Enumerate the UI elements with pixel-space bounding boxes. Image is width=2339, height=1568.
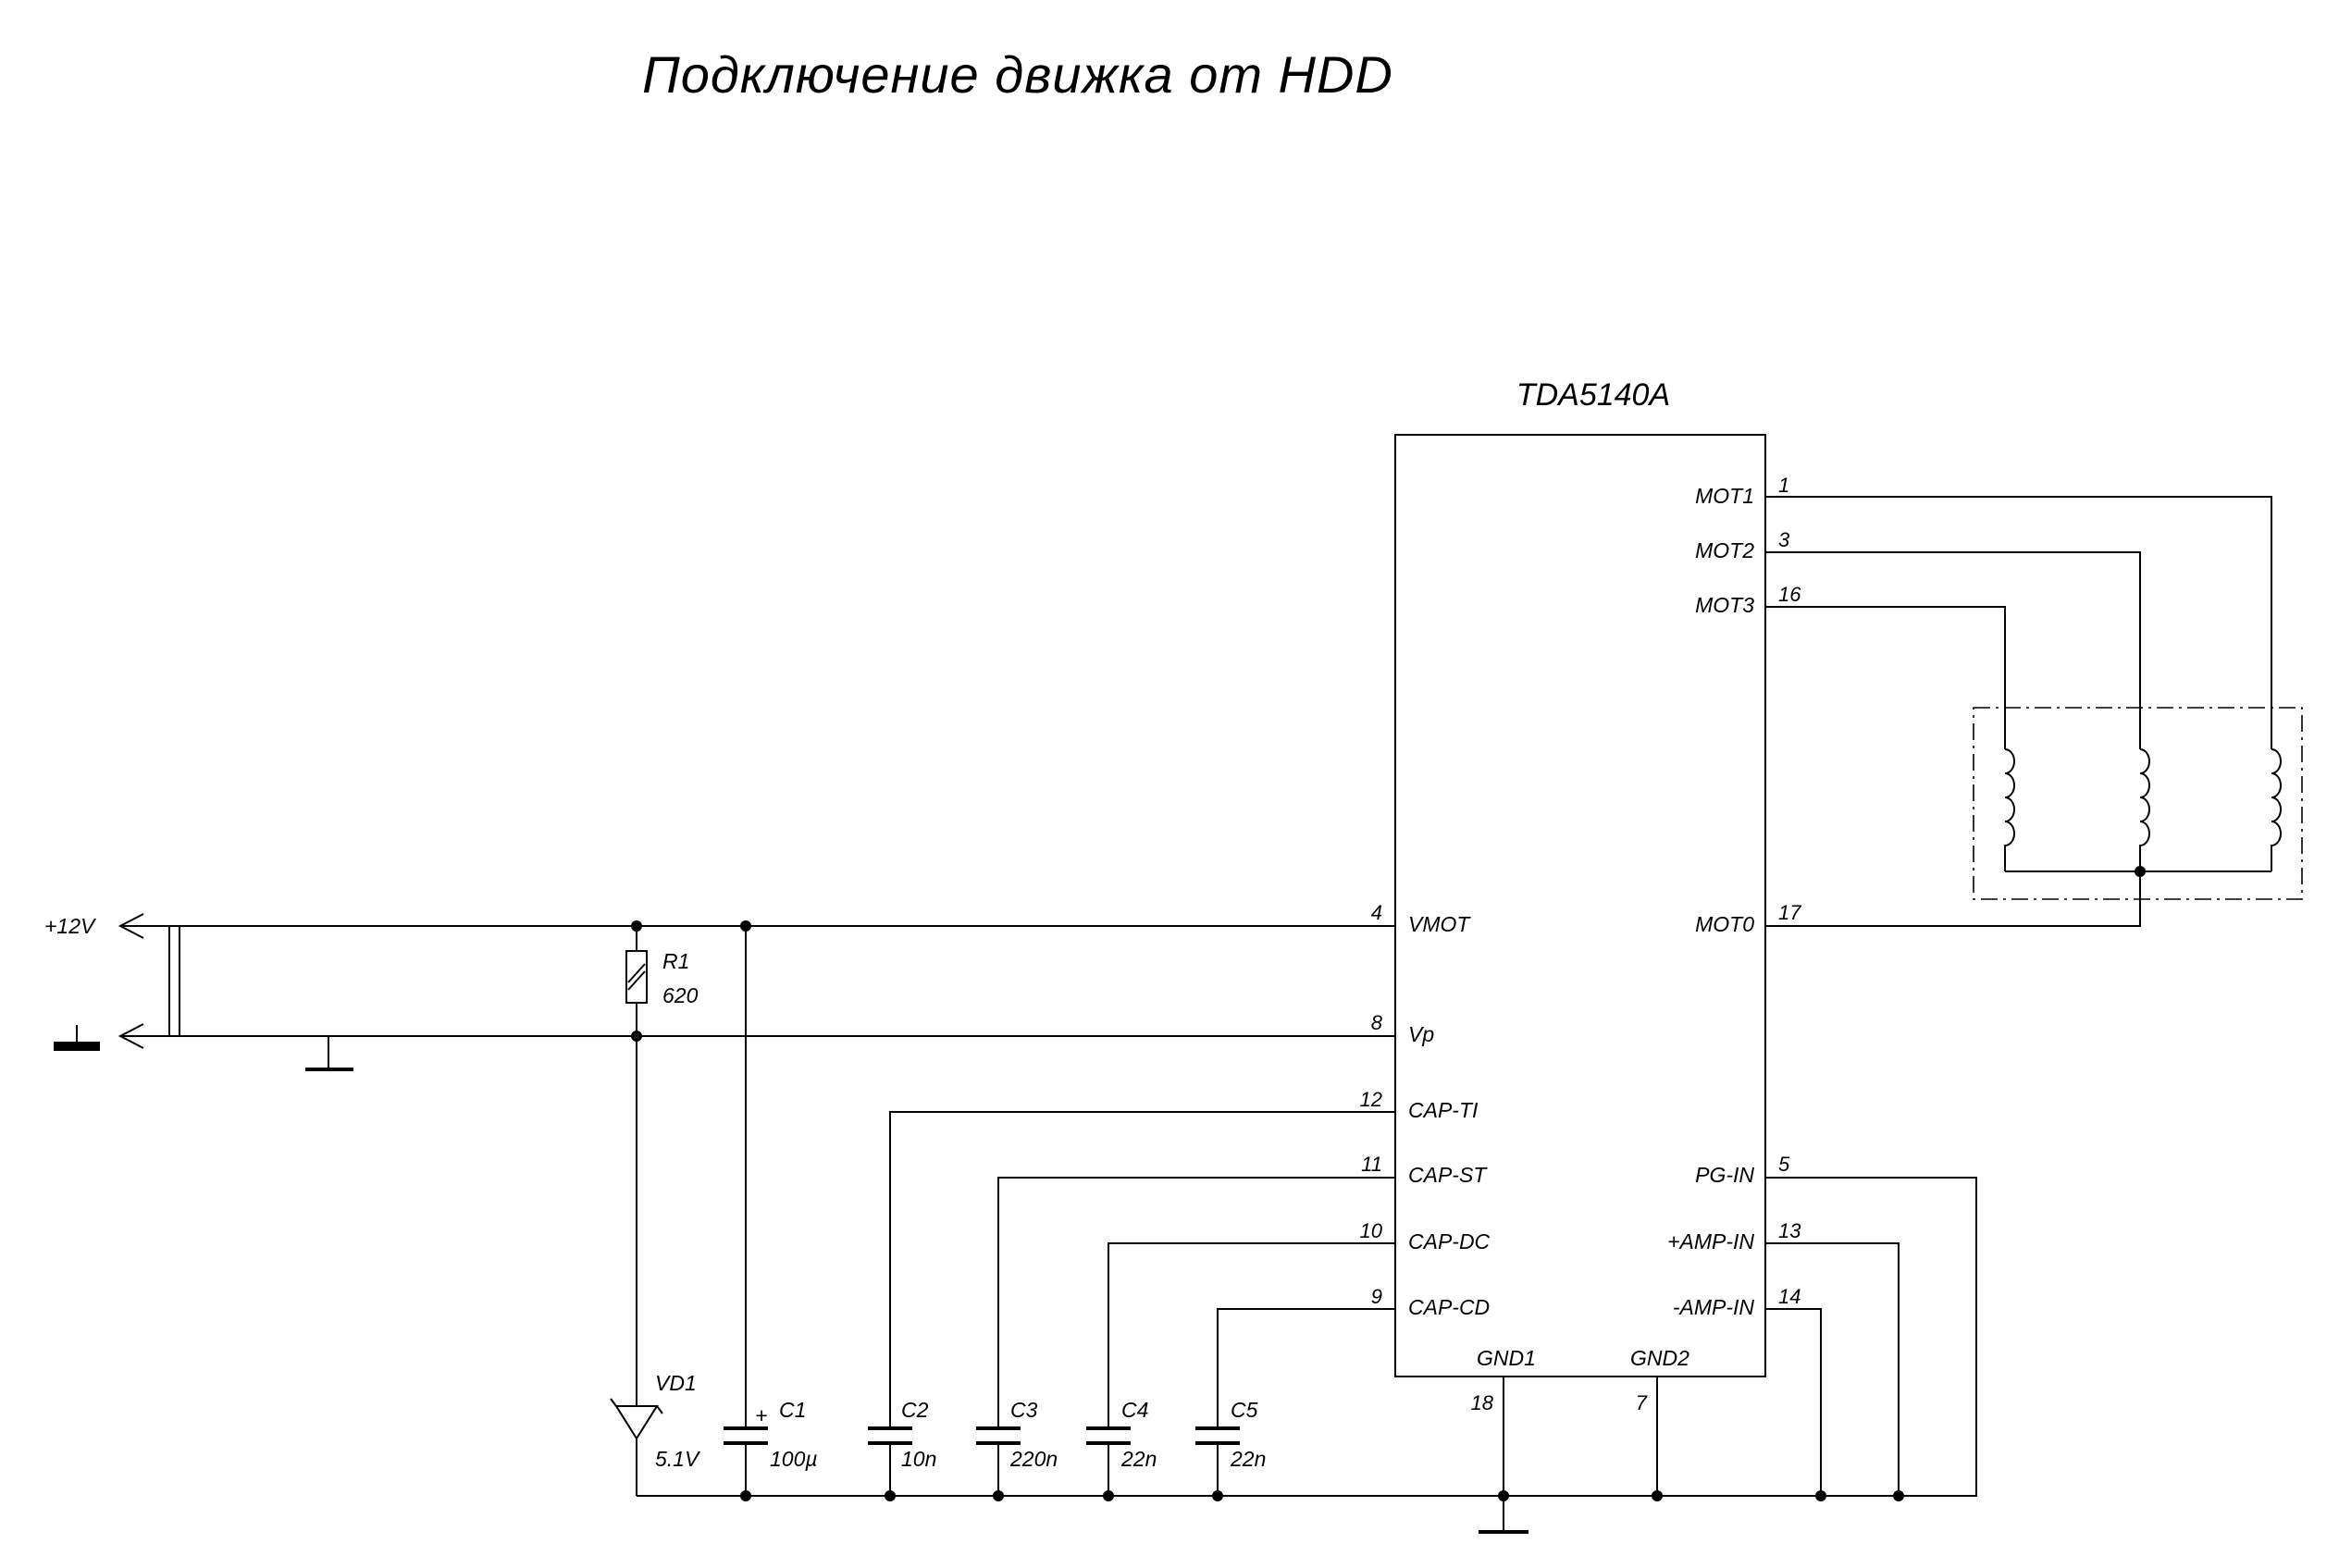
c3-value: 220n xyxy=(1009,1447,1058,1471)
c2-value: 10n xyxy=(901,1447,936,1471)
coil-mot3 xyxy=(2004,748,2015,871)
pin-label-cap-cd: CAP-CD xyxy=(1408,1295,1490,1319)
pin-label-mot3: MOT3 xyxy=(1695,593,1754,617)
c2-ref: C2 xyxy=(901,1398,929,1422)
zener-vd1: VD1 5.1V xyxy=(610,1036,701,1496)
pin-label-gnd1: GND1 xyxy=(1477,1346,1536,1370)
pin-number-7: 7 xyxy=(1636,1391,1648,1414)
pin-label-mot2: MOT2 xyxy=(1695,538,1754,562)
pin-label-cap-st: CAP-ST xyxy=(1408,1163,1488,1187)
pin-number-17: 17 xyxy=(1778,901,1801,924)
motor-outline xyxy=(1973,707,2303,900)
pin-number-18: 18 xyxy=(1471,1391,1494,1414)
c5-ref: C5 xyxy=(1231,1398,1258,1422)
pin-number-14: 14 xyxy=(1778,1285,1801,1308)
pin-number-16: 16 xyxy=(1778,583,1801,606)
pin-label-cap-ti: CAP-TI xyxy=(1408,1098,1479,1122)
pin-label-mot1: MOT1 xyxy=(1695,484,1754,508)
pin-number-11: 11 xyxy=(1361,1153,1382,1176)
pin-number-13: 13 xyxy=(1778,1219,1801,1242)
junction-dots xyxy=(631,866,2146,1501)
c1-value: 100µ xyxy=(770,1447,818,1471)
pin-number-3: 3 xyxy=(1778,528,1790,551)
pin-label-vp: Vp xyxy=(1408,1022,1434,1046)
chip-name: TDA5140A xyxy=(1516,377,1670,413)
pin-label-vmot: VMOT xyxy=(1408,912,1471,936)
diagram-title: Подключение движка от HDD xyxy=(642,45,1393,104)
pin-label-cap-dc: CAP-DC xyxy=(1408,1229,1491,1253)
coil-mot1 xyxy=(2271,748,2282,871)
vd1-value: 5.1V xyxy=(655,1447,701,1471)
wiring-left xyxy=(118,913,1395,1071)
pin-label-pg-in: PG-IN xyxy=(1695,1163,1754,1187)
resistor-r1: R1 620 xyxy=(625,926,699,1036)
capacitor-c4: C4 22n xyxy=(1086,1242,1395,1496)
supply-label: +12V xyxy=(44,914,97,938)
pin-number-8: 8 xyxy=(1371,1011,1383,1034)
c1-polarity: + xyxy=(755,1403,767,1427)
c3-ref: C3 xyxy=(1010,1398,1038,1422)
c5-value: 22n xyxy=(1230,1447,1266,1471)
pin-label-mot0: MOT0 xyxy=(1695,912,1754,936)
capacitor-c2: C2 10n xyxy=(868,1111,1395,1496)
c4-ref: C4 xyxy=(1121,1398,1148,1422)
capacitor-c5: C5 22n xyxy=(1195,1308,1395,1496)
ground-symbol-connector xyxy=(54,1042,100,1051)
pin-number-12: 12 xyxy=(1360,1088,1382,1111)
pin-number-5: 5 xyxy=(1778,1153,1790,1176)
chip-tda5140a: TDA5140A VMOT Vp CAP-TI CAP-ST CAP-DC CA… xyxy=(1360,377,1802,1414)
r1-value: 620 xyxy=(662,983,699,1007)
r1-ref: R1 xyxy=(662,949,689,973)
c1-ref: C1 xyxy=(779,1398,806,1422)
capacitor-c3: C3 220n xyxy=(976,1177,1395,1496)
pin-number-10: 10 xyxy=(1360,1219,1383,1242)
pin-label-amp-in-plus: +AMP-IN xyxy=(1667,1229,1754,1253)
c4-value: 22n xyxy=(1120,1447,1157,1471)
pin-number-9: 9 xyxy=(1371,1285,1382,1308)
capacitor-c1: + C1 100µ xyxy=(724,926,818,1496)
ground-rail xyxy=(637,1177,1977,1534)
pin-label-gnd2: GND2 xyxy=(1630,1346,1689,1370)
vd1-ref: VD1 xyxy=(655,1371,697,1395)
pin-label-amp-in-minus: -AMP-IN xyxy=(1673,1295,1755,1319)
motor-windings xyxy=(1765,496,2303,927)
pin-number-4: 4 xyxy=(1371,901,1382,924)
coil-mot2 xyxy=(2139,748,2150,871)
pin-number-1: 1 xyxy=(1778,474,1789,497)
